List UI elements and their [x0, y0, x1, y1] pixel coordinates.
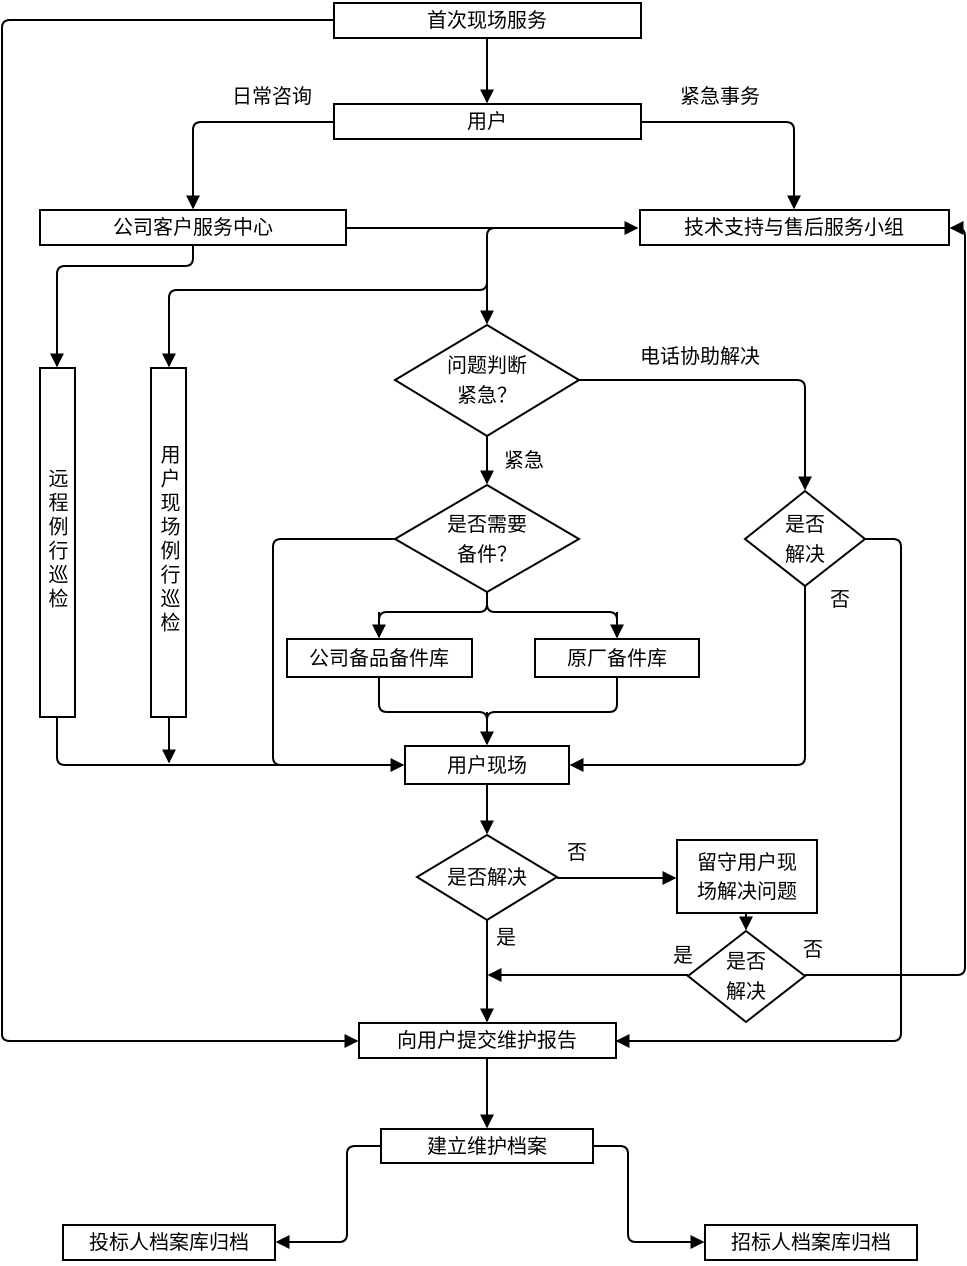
edge-remote-to-site — [56, 717, 405, 772]
edge-user-to-center — [186, 121, 334, 210]
label-yes-site: 是 — [496, 925, 516, 949]
node-remote-patrol-label: 远程例行巡检 — [45, 468, 69, 612]
decision-spare-line2: 备件？ — [457, 542, 517, 566]
node-user-site-label: 用户现场 — [447, 753, 527, 777]
edge-labels: 日常咨询 紧急事务 电话协助解决 紧急 否 否 是 是 否 — [232, 84, 850, 967]
edge-company-spares-merge — [378, 677, 488, 721]
node-archive: 建立维护档案 — [380, 1128, 594, 1164]
label-no-stay: 否 — [803, 937, 823, 961]
node-user-label: 用户 — [467, 109, 507, 133]
label-daily-consult: 日常咨询 — [232, 84, 312, 108]
label-urgent-matter: 紧急事务 — [680, 84, 760, 108]
edge-user-to-tech — [641, 121, 801, 210]
node-company-spares-label: 公司备品备件库 — [309, 646, 449, 670]
edge-spare-split-right — [486, 603, 618, 621]
node-tenderer-archive-label: 招标人档案库归档 — [731, 1230, 891, 1254]
edge-phone-no-to-site — [569, 586, 806, 772]
edge-tech-to-onsite-patrol — [162, 281, 488, 368]
node-stay-onsite-line1: 留守用户现 — [697, 850, 797, 874]
decision-urgent-line2: 紧急？ — [457, 383, 517, 407]
node-service-center-label: 公司客户服务中心 — [113, 215, 273, 239]
edge-factory-spares-merge — [486, 677, 618, 721]
node-report-label: 向用户提交维护报告 — [397, 1028, 577, 1052]
label-phone-help: 电话协助解决 — [640, 344, 760, 368]
node-user: 用户 — [333, 103, 642, 140]
decision-stay-resolved: 是否 解决 — [686, 929, 807, 1024]
node-service-center: 公司客户服务中心 — [39, 209, 347, 246]
node-bidder-archive: 投标人档案库归档 — [62, 1224, 276, 1261]
node-company-spares: 公司备品备件库 — [286, 638, 473, 678]
edge-tech-to-urgent — [480, 227, 637, 325]
decision-spare-line1: 是否需要 — [447, 512, 527, 536]
decision-site-resolved: 是否解决 — [415, 833, 559, 922]
label-no-site: 否 — [567, 840, 587, 864]
label-yes-stay: 是 — [673, 943, 693, 967]
node-factory-spares: 原厂备件库 — [534, 638, 700, 678]
node-first-service-label: 首次现场服务 — [427, 8, 547, 32]
node-stay-onsite-line2: 场解决问题 — [697, 879, 797, 903]
node-report: 向用户提交维护报告 — [358, 1022, 617, 1059]
node-onsite-patrol-label: 用户现场例行巡检 — [157, 444, 181, 636]
label-no-phone: 否 — [830, 587, 850, 611]
decision-phone-line2: 解决 — [785, 542, 825, 566]
node-tech-support: 技术支持与售后服务小组 — [639, 209, 950, 246]
decision-spare: 是否需要 备件？ — [393, 483, 581, 594]
decision-site-resolved-label: 是否解决 — [447, 865, 527, 889]
node-archive-label: 建立维护档案 — [427, 1134, 547, 1158]
edge-first-to-report — [1, 19, 359, 1048]
decision-urgent-line1: 问题判断 — [447, 353, 527, 377]
node-user-site: 用户现场 — [404, 745, 570, 785]
node-tech-support-label: 技术支持与售后服务小组 — [684, 215, 904, 239]
edge-center-to-remote — [50, 246, 194, 368]
decision-urgent: 问题判断 紧急？ — [393, 323, 581, 438]
edge-spare-split-left — [378, 592, 488, 621]
node-factory-spares-label: 原厂备件库 — [567, 646, 667, 670]
node-bidder-archive-label: 投标人档案库归档 — [89, 1230, 249, 1254]
connectors — [1, 19, 966, 1249]
decision-phone-resolved: 是否 解决 — [743, 489, 867, 588]
node-stay-onsite: 留守用户现 场解决问题 — [676, 839, 818, 914]
edge-urgent-to-phone — [579, 379, 812, 491]
edge-archive-to-bidder — [275, 1145, 381, 1249]
edge-archive-to-tenderer — [593, 1145, 705, 1249]
node-tenderer-archive: 招标人档案库归档 — [704, 1224, 918, 1261]
node-onsite-patrol: 用户现场例行巡检 — [150, 367, 187, 718]
edge-phone-yes-to-report — [615, 538, 902, 1048]
node-remote-patrol: 远程例行巡检 — [39, 367, 76, 718]
decision-stay-line2: 解决 — [726, 979, 766, 1003]
edge-stay-no-to-tech — [805, 221, 966, 976]
node-first-service: 首次现场服务 — [333, 2, 642, 39]
decision-stay-line1: 是否 — [726, 949, 766, 973]
label-urgent: 紧急 — [504, 448, 544, 472]
decision-phone-line1: 是否 — [785, 512, 825, 536]
